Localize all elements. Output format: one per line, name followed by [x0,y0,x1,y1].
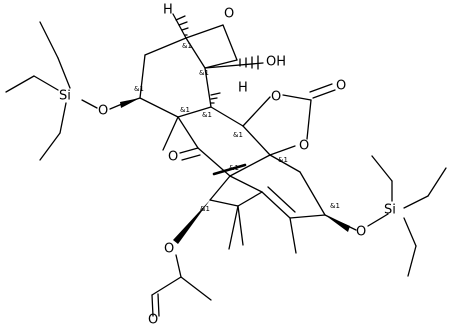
atom-o-ketone: O [168,150,178,165]
atom-o-carbonate-ring-1: O [271,90,281,105]
atom-label-layer: H O OH Si O O O O H O Si O O O [59,3,396,328]
stereo-label: &1 [199,69,209,77]
atom-o-carbonate-ring-2: O [299,139,309,154]
atom-o-carbonate-double: O [336,79,346,94]
atom-si-right: Si [384,203,396,218]
atom-o-acetyl-carbonyl: O [148,313,158,328]
atom-o-oxetane: O [224,7,234,22]
stereo-bond-layer [120,15,350,244]
stereo-label: &1 [182,42,192,50]
wedge-bond-left-oxygen [120,98,140,108]
stereo-label-layer: &1 &1 &1 &1 &1 &1 &1 &1 &1 &1 [134,42,340,213]
bond-layer [5,13,447,317]
atom-o-left: O [98,104,108,119]
stereo-label: &1 [134,85,144,93]
stereo-label: &1 [229,164,239,172]
stereo-label: &1 [200,205,210,213]
atom-o-acetate: O [164,242,174,257]
stereo-label: &1 [233,131,243,139]
wedge-bond-right-oxygen [325,215,350,232]
wedge-bond-acetate-oxygen [173,200,210,244]
stereo-label: &1 [202,111,212,119]
stereo-label: &1 [180,106,190,114]
atom-h-top: H [163,3,173,18]
atom-oh: OH [266,55,286,70]
hashed-bond-mid-h [210,92,221,104]
stereo-label: &1 [278,156,288,164]
atom-o-right: O [356,225,366,240]
atom-si-left: Si [59,89,71,104]
bold-bond-bridge [212,163,247,176]
hashed-bond-top-h [175,15,189,36]
atom-h-mid: H [238,81,248,96]
stereo-label: &1 [330,202,340,210]
hashed-bond-oh [239,55,259,70]
